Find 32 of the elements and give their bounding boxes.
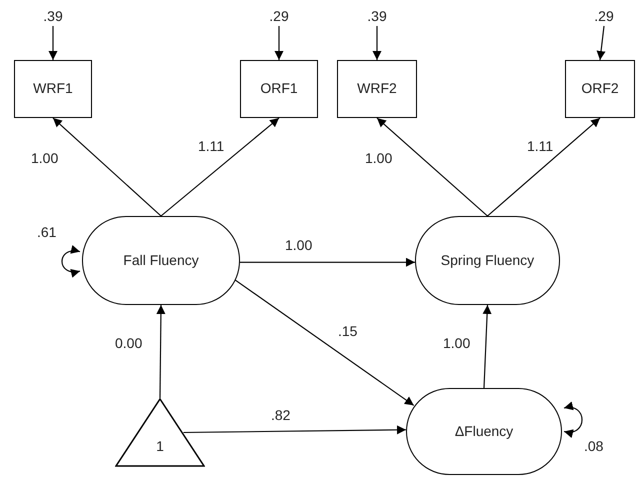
path-arrow [156, 305, 166, 398]
path-arrow [487, 118, 600, 216]
node-label: WRF2 [357, 80, 397, 98]
observed-variable-box [337, 60, 417, 118]
constant-triangle [115, 398, 205, 467]
variance-loop-arrow [564, 402, 583, 438]
path-arrow [240, 258, 415, 267]
observed-variable-box [14, 60, 92, 118]
path-arrow [274, 26, 284, 60]
variance-loop-arrow [61, 246, 80, 277]
path-arrow [160, 118, 280, 216]
node-label: ORF2 [581, 80, 619, 98]
error-variance-label: .39 [43, 6, 63, 26]
path-arrow [48, 26, 58, 60]
error-variance-label: .29 [269, 6, 289, 26]
node-label: ORF1 [260, 80, 298, 98]
node-label: Spring Fluency [440, 252, 534, 270]
error-variance-label: .39 [367, 6, 387, 26]
path-arrow [372, 26, 382, 60]
observed-variable-box [565, 60, 635, 118]
path-arrow [376, 118, 488, 216]
node-label: WRF1 [33, 80, 73, 98]
node-label: 1 [156, 438, 164, 455]
error-variance-label: .29 [594, 6, 614, 26]
path-arrow [482, 304, 492, 388]
observed-variable-box [240, 60, 318, 118]
path-arrow [596, 26, 606, 60]
node-label: ΔFluency [454, 422, 514, 440]
path-arrow [52, 118, 162, 216]
path-arrow [234, 280, 414, 406]
path-arrow [183, 425, 406, 434]
node-label: Fall Fluency [123, 252, 199, 270]
